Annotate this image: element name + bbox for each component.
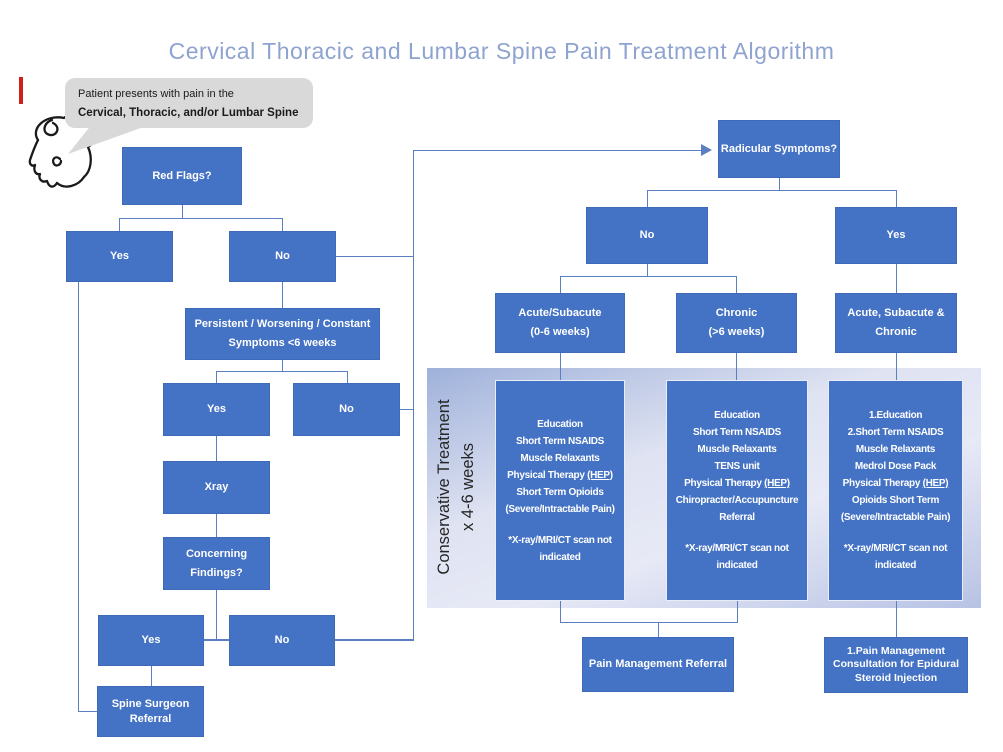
node-xray: Xray xyxy=(163,461,270,514)
node-pain-management-referral: Pain Management Referral xyxy=(582,637,734,692)
treatment-item: Opioids Short Term xyxy=(851,495,940,506)
treatment-item: Education xyxy=(714,410,760,421)
connector-line xyxy=(559,621,738,623)
node-radicular-yes: Yes xyxy=(835,207,957,264)
node-acute-subacute-chronic: Acute, Subacute &Chronic xyxy=(835,293,957,353)
connector-line xyxy=(559,353,561,380)
connector-arrowhead-icon xyxy=(701,144,712,156)
connector-line xyxy=(336,255,414,257)
connector-line xyxy=(778,178,780,190)
treatment-note: indicated xyxy=(716,560,758,571)
connector-line xyxy=(735,353,737,380)
node-red-flags: Red Flags? xyxy=(122,147,242,205)
node-acute-subacute: Acute/Subacute(0-6 weeks) xyxy=(495,293,625,353)
node-red-flags-no: No xyxy=(229,231,336,282)
bubble-line-1: Patient presents with pain in the xyxy=(78,88,234,100)
treatment-item: Physical Therapy (HEP) xyxy=(842,478,949,489)
treatment-item: Short Term NSAIDS xyxy=(692,427,782,438)
treatment-box-acute-subacute-chronic: 1.Education 2.Short Term NSAIDS Muscle R… xyxy=(828,380,963,601)
connector-line xyxy=(736,601,738,622)
connector-line xyxy=(118,217,120,231)
page-title: Cervical Thoracic and Lumbar Spine Pain … xyxy=(168,38,835,64)
node-findings-no: No xyxy=(229,615,335,666)
connector-line xyxy=(77,282,79,712)
connector-line xyxy=(215,590,217,640)
treatment-item: (Severe/Intractable Pain) xyxy=(505,503,615,515)
treatment-item: Referral xyxy=(719,512,755,523)
connector-line xyxy=(181,205,183,218)
treatment-item: 1.Education xyxy=(868,410,923,421)
speech-bubble-tail xyxy=(68,124,152,154)
connector-line xyxy=(281,360,283,371)
treatment-note: *X-ray/MRI/CT scan not xyxy=(843,543,948,554)
connector-line xyxy=(215,436,217,461)
speech-bubble: Patient presents with pain in the Cervic… xyxy=(65,78,313,128)
connector-line xyxy=(646,264,648,276)
treatment-note: *X-ray/MRI/CT scan not xyxy=(508,534,612,546)
connector-line xyxy=(150,666,152,686)
treatment-item: 2.Short Term NSAIDS xyxy=(847,427,944,438)
connector-line xyxy=(118,217,283,219)
node-persistent-no: No xyxy=(293,383,400,436)
node-persistent-yes: Yes xyxy=(163,383,270,436)
treatment-box-chronic: Education Short Term NSAIDS Muscle Relax… xyxy=(666,380,808,601)
conservative-treatment-label: Conservative Treatment x 4-6 weeks xyxy=(435,399,477,575)
node-chronic: Chronic(>6 weeks) xyxy=(676,293,797,353)
connector-line xyxy=(895,601,897,637)
node-red-flags-yes: Yes xyxy=(66,231,173,282)
treatment-note: *X-ray/MRI/CT scan not xyxy=(685,543,789,554)
connector-line xyxy=(215,370,348,372)
connector-line xyxy=(215,370,217,383)
connector-line xyxy=(204,639,229,641)
connector-line xyxy=(559,275,561,293)
treatment-item: Muscle Relaxants xyxy=(855,444,936,455)
treatment-item: Physical Therapy (HEP) xyxy=(684,478,790,489)
connector-line xyxy=(77,710,98,712)
node-radicular-no: No xyxy=(586,207,708,264)
treatment-item: Chiropracter/Accupuncture xyxy=(675,495,799,506)
connector-line xyxy=(281,217,283,231)
connector-line xyxy=(412,149,703,151)
node-findings-yes: Yes xyxy=(98,615,204,666)
node-radicular-symptoms: Radicular Symptoms? xyxy=(718,120,840,178)
connector-line xyxy=(215,514,217,537)
connector-line xyxy=(646,189,648,207)
connector-line xyxy=(735,275,737,293)
treatment-note: indicated xyxy=(539,551,581,563)
treatment-note: indicated xyxy=(874,560,917,571)
treatment-item: Education xyxy=(537,418,583,430)
connector-line xyxy=(895,189,897,207)
connector-line xyxy=(412,149,414,641)
connector-line xyxy=(657,621,659,638)
connector-line xyxy=(346,370,348,383)
treatment-item: Medrol Dose Pack xyxy=(854,461,937,472)
treatment-item: Physical Therapy (HEP) xyxy=(507,469,613,481)
treatment-item: Muscle Relaxants xyxy=(697,444,777,455)
treatment-item: TENS unit xyxy=(714,461,760,472)
treatment-item: Short Term Opioids xyxy=(516,486,604,498)
connector-line xyxy=(646,189,897,191)
node-pain-management-epidural: 1.Pain Management Consultation for Epidu… xyxy=(824,637,968,693)
red-accent-bar xyxy=(19,77,23,104)
connector-line xyxy=(895,353,897,380)
connector-line xyxy=(335,639,414,641)
bubble-line-2: Cervical, Thoracic, and/or Lumbar Spine xyxy=(78,107,299,119)
connector-line xyxy=(895,264,897,293)
treatment-box-acute-subacute: Education Short Term NSAIDS Muscle Relax… xyxy=(495,380,625,601)
connector-line xyxy=(559,601,561,622)
connector-line xyxy=(281,282,283,308)
treatment-item: (Severe/Intractable Pain) xyxy=(840,512,951,523)
treatment-item: Short Term NSAIDS xyxy=(515,435,605,447)
connector-line xyxy=(400,408,414,410)
connector-line xyxy=(559,275,737,277)
treatment-item: Muscle Relaxants xyxy=(520,452,600,464)
